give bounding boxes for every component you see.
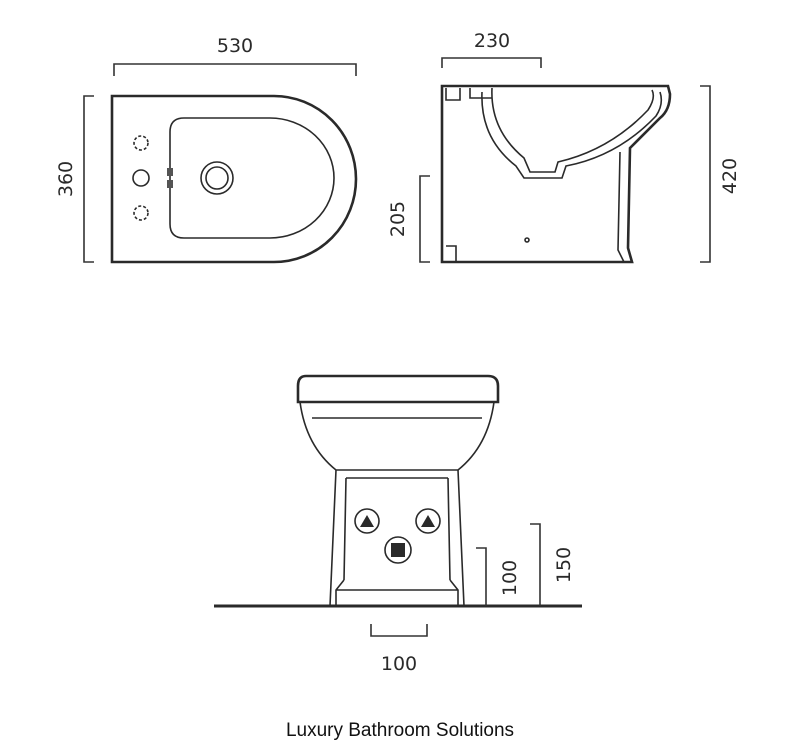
side-view-outline — [440, 84, 672, 264]
top-depth-dimension-line — [83, 95, 94, 263]
tap-hole-center — [132, 169, 150, 187]
side-seat-dimension-line — [441, 57, 542, 68]
tap-hole-dashed-lower — [133, 205, 149, 221]
side-view-fixing-point — [524, 237, 530, 243]
side-view-bowl-outer — [481, 91, 663, 179]
top-view-drain-outer — [200, 161, 234, 195]
side-seat-label: 230 — [474, 30, 510, 52]
side-outlet-label: 205 — [387, 201, 409, 237]
front-inlet-low-label: 100 — [499, 560, 521, 596]
side-view-base-detail — [446, 245, 457, 262]
front-view-plinth — [335, 579, 459, 606]
front-view: 100 150 100 — [214, 374, 582, 675]
top-view-drain-inner — [205, 166, 229, 190]
tap-hole-dashed-upper — [133, 135, 149, 151]
overflow-slots — [167, 168, 173, 188]
top-view: 530 360 — [55, 35, 358, 264]
side-view-rim-detail — [445, 88, 492, 101]
top-view-bowl — [169, 117, 335, 239]
side-height-label: 420 — [719, 158, 741, 194]
front-view-pedestal-inner — [343, 477, 451, 581]
front-inlet-high-dimension-line — [530, 523, 541, 606]
side-height-dimension-line — [700, 85, 711, 263]
side-outlet-dimension-line — [419, 175, 430, 263]
side-view-foot-line — [617, 151, 625, 263]
top-depth-label: 360 — [55, 161, 77, 197]
side-view: 230 420 205 — [387, 30, 741, 264]
caption: Luxury Bathroom Solutions — [285, 720, 515, 741]
top-view-outline — [110, 94, 358, 264]
front-view-bowl — [299, 401, 495, 471]
front-view-pedestal-outer — [329, 469, 465, 607]
waste-outlet — [384, 536, 412, 564]
top-width-label: 530 — [217, 35, 253, 57]
inlet-fitting-right — [415, 508, 441, 534]
inlet-fitting-left — [354, 508, 380, 534]
front-base-width-dimension-line — [370, 624, 428, 637]
front-inlet-high-label: 150 — [553, 547, 575, 583]
front-base-width-label: 100 — [381, 653, 417, 675]
top-width-dimension-line — [113, 63, 357, 76]
front-view-rim — [296, 374, 500, 404]
front-inlet-low-dimension-line — [476, 547, 487, 606]
side-view-bowl-inner — [491, 87, 655, 173]
